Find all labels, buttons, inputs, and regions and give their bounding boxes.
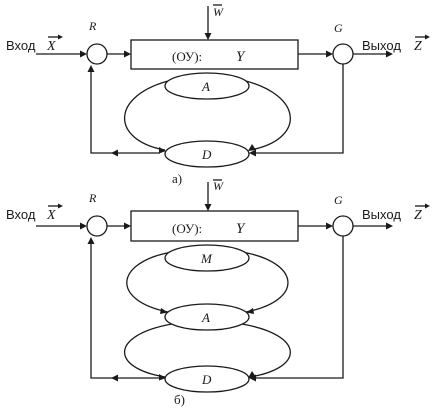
link-object-g-arrowhead-a xyxy=(326,50,333,58)
summator-r-label-b: R xyxy=(88,191,97,205)
input-arrowhead-b xyxy=(80,222,87,230)
unit-a-b xyxy=(164,303,250,331)
output-var-a: Z xyxy=(414,39,422,54)
output-var-b: Z xyxy=(414,208,422,223)
object-label-a: (ОУ): xyxy=(172,49,202,64)
disturbance-var-a: W xyxy=(213,5,224,19)
object-label-b: (ОУ): xyxy=(172,221,202,236)
summator-r-a xyxy=(86,43,108,65)
output-vector-arrowhead-b xyxy=(425,203,430,209)
input-var-a: X xyxy=(46,39,56,54)
object-box-a xyxy=(130,39,299,70)
feedback-d-r-arrowhead-a xyxy=(87,65,95,72)
ring-upper-left-arrowhead-b xyxy=(160,308,168,314)
caption-b: б) xyxy=(174,392,185,407)
feedback-d-r-arrowhead-b xyxy=(87,237,95,244)
summator-g-label-a: G xyxy=(334,21,343,35)
disturbance-arrowhead-a xyxy=(204,33,212,40)
ring-upper-right-b xyxy=(241,251,289,313)
ring-upper-right-arrowhead-b xyxy=(246,308,254,314)
summator-r-label-a: R xyxy=(88,19,97,33)
feedback-g-d-b xyxy=(255,236,344,379)
feedback-g-d-arrowhead-a xyxy=(249,149,256,157)
ring-lower-right-arrowhead-b xyxy=(248,371,256,378)
input-var-b: X xyxy=(46,208,56,223)
unit-m-label-b: M xyxy=(200,251,213,266)
summator-g-label-b: G xyxy=(334,193,343,207)
input-arrowhead-a xyxy=(80,50,87,58)
ring-lower-right-b xyxy=(241,323,291,378)
unit-m-b xyxy=(164,244,250,272)
input-label-a: Вход xyxy=(6,38,36,53)
diagram-b: Вход X Выход Z W R G (ОУ): Y xyxy=(6,179,430,407)
ring-upper-left-b xyxy=(126,251,173,313)
input-label-b: Вход xyxy=(6,207,36,222)
ring-lower-left-b xyxy=(124,323,173,378)
feedback-d-r-b xyxy=(90,243,160,379)
ring-left-a xyxy=(124,79,173,151)
unit-a-a xyxy=(164,72,250,100)
ring-left-arrowhead-a xyxy=(159,147,166,154)
summator-r-b xyxy=(86,215,108,237)
ring-right-a xyxy=(241,79,291,151)
output-arrowhead-b xyxy=(386,222,393,230)
unit-d-label-a: D xyxy=(201,147,212,162)
unit-a-label-a: A xyxy=(201,79,210,94)
summator-g-a xyxy=(332,43,354,65)
feedback-d-r-mid-arrowhead-a xyxy=(111,149,118,157)
unit-d-a xyxy=(164,140,250,168)
link-object-g-arrowhead-b xyxy=(326,222,333,230)
input-vector-arrowhead-b xyxy=(58,203,63,209)
object-var-a: Y xyxy=(236,49,246,65)
object-box-b xyxy=(130,210,299,242)
output-label-a: Выход xyxy=(362,38,401,53)
unit-a-label-b: A xyxy=(201,310,210,325)
caption-a: а) xyxy=(172,171,182,186)
summator-g-b xyxy=(332,215,354,237)
ring-lower-left-arrowhead-b xyxy=(159,374,166,381)
disturbance-arrowhead-b xyxy=(204,204,212,211)
feedback-d-r-a xyxy=(90,71,160,154)
link-r-object-arrowhead-a xyxy=(124,50,131,58)
output-vector-arrowhead-a xyxy=(425,34,430,40)
output-arrowhead-a xyxy=(386,50,393,58)
feedback-g-d-a xyxy=(255,64,344,154)
link-r-object-arrowhead-b xyxy=(124,222,131,230)
unit-d-label-b: D xyxy=(201,372,212,387)
input-vector-arrowhead-a xyxy=(58,34,63,40)
unit-d-b xyxy=(164,365,250,393)
diagram-a: Вход X Выход Z W R G (ОУ): Y xyxy=(6,4,430,186)
object-var-b: Y xyxy=(236,221,246,237)
ring-right-arrowhead-a xyxy=(248,144,256,151)
disturbance-var-b: W xyxy=(213,179,224,193)
output-label-b: Выход xyxy=(362,207,401,222)
feedback-d-r-mid-arrowhead-b xyxy=(111,374,118,382)
